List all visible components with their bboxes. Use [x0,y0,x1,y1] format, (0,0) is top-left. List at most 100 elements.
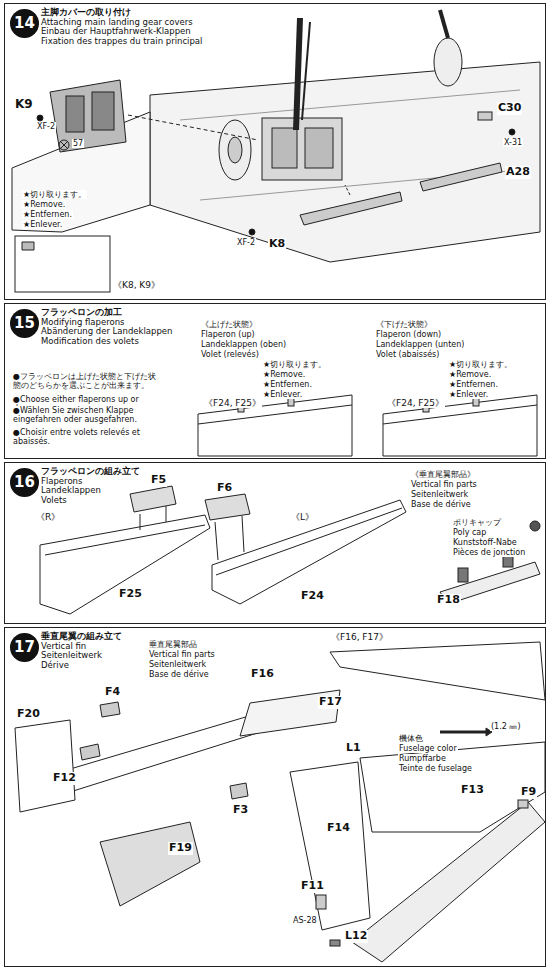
step-title: 主脚カバーの取り付けAttaching main landing gear co… [41,8,202,46]
part-number: F16 [250,668,275,681]
part-number: F6 [216,482,233,495]
note-text: ★Remove. [22,200,66,209]
note-text: ★切り取ります。 [22,190,87,199]
note-text: ポリキャップ [452,518,502,527]
part-number: F17 [318,696,343,709]
note-text: 《R》 [35,512,61,522]
step-title: 垂直尾翼の組み立てVertical finSeitenleitwerkDériv… [41,632,122,670]
title-translation: Modification des volets [41,337,172,346]
title-translation: Dérive [41,661,122,670]
step-number: 14 [10,9,39,38]
title-japanese: フラッペロンの加工 [41,308,172,318]
title-japanese: 主脚カバーの取り付け [41,8,202,18]
note-text: ●Choisir entre volets relevés et abaissé… [12,428,164,446]
note-text: Landeklappen (oben) [200,340,287,349]
note-text: Landeklappen (unten) [375,340,465,349]
title-japanese: 垂直尾翼の組み立て [41,632,122,642]
note-text: 《F24, F25》 [203,398,262,408]
note-text: Seitenleitwerk [410,490,469,499]
note-text: Rumpffarbe [398,754,447,763]
step-number-text: 17 [14,638,35,656]
step-number: 15 [10,309,39,338]
part-number: A28 [505,166,531,179]
step-panel: 垂直尾翼の組み立てVertical finSeitenleitwerkDériv… [4,627,546,967]
title-translation: Attaching main landing gear covers [41,18,202,27]
part-number: L1 [345,742,362,755]
note-text: X-31 [503,138,523,147]
title-translation: Abänderung der Landeklappen [41,327,172,336]
note-text: Teinte de fuselage [398,764,473,773]
note-text: AS-28 [292,916,318,925]
note-text: 《上げた状態》 [200,320,258,329]
note-text: 《L》 [290,512,315,522]
note-text: Vertical fin parts [410,480,478,489]
note-text: 《下げた状態》 [375,320,433,329]
step-title: フラッペロンの組み立てFlaperonsLandeklappenVolets [41,467,140,505]
step-number-text: 16 [14,473,35,491]
note-text: Volet (abaissés) [375,350,440,359]
note-text: XF-2 [236,238,256,247]
step-panel: 主脚カバーの取り付けAttaching main landing gear co… [4,3,546,300]
step-number-text: 15 [14,314,35,332]
part-number: F4 [104,686,121,699]
note-text: ★Entfernen. [22,210,73,219]
part-number: L12 [344,930,368,943]
part-number: F19 [168,842,193,855]
step-title: フラッペロンの加工Modifying flaperonsAbänderung d… [41,308,172,346]
title-translation: Volets [41,496,140,505]
title-translation: Vertical fin [41,642,122,651]
part-number: F25 [118,588,143,601]
step-number-text: 14 [14,14,35,32]
part-number: F11 [300,880,325,893]
note-text: 57 [72,139,84,148]
note-text: Seitenleitwerk [148,660,207,669]
note-text: ★Entfernen. [262,380,313,389]
note-text: Volet (relevés) [200,350,260,359]
note-text: ★Remove. [262,370,306,379]
part-number: F24 [300,590,325,603]
note-text: ★切り取ります。 [262,360,327,369]
part-number: F3 [232,804,249,817]
note-text: XF-2 [36,122,56,131]
note-text: ●フラッペロンは上げた状態と下げた状態のどちらかを選ぶことが出来ます。 [12,372,164,390]
title-japanese: フラッペロンの組み立て [41,467,140,477]
part-number: C30 [497,102,522,115]
title-translation: Fixation des trappes du train principal [41,37,202,46]
part-number: F13 [460,784,485,797]
note-text: Fuselage color [398,744,458,753]
part-number: F14 [326,822,351,835]
part-number: K8 [268,238,286,251]
note-text: 《F24, F25》 [386,398,445,408]
step-number: 17 [10,633,39,662]
note-text: Vertical fin parts [148,650,216,659]
note-text: 機体色 [398,734,424,743]
note-text: Base de dérive [148,670,210,679]
note-text: Kunststoff-Nabe [452,538,518,547]
note-text: (1.2 ㎜) [490,722,522,731]
note-text: 《K8, K9》 [112,280,161,290]
part-number: F20 [16,708,41,721]
note-text: Flaperon (up) [200,330,256,339]
note-text: ★Enlever. [262,390,303,399]
part-number: F18 [436,594,461,607]
note-text: Base de dérive [410,500,472,509]
note-text: 《F16, F17》 [330,632,389,642]
part-number: K9 [14,98,34,112]
title-translation: Landeklappen [41,486,140,495]
note-text: ★Entfernen. [448,380,499,389]
note-text: Poly cap [452,528,487,537]
title-translation: Seitenleitwerk [41,651,122,660]
title-translation: Flaperons [41,477,140,486]
note-text: Pièces de jonction [452,548,526,557]
part-number: F5 [150,474,167,487]
part-number: F9 [520,786,537,799]
note-text: ★Enlever. [22,220,63,229]
step-number: 16 [10,468,39,497]
note-text: ●Wählen Sie zwischen Klappe eingefahren … [12,406,164,424]
title-translation: Einbau der Hauptfahrwerk-Klappen [41,27,202,36]
note-text: 垂直尾翼部品 [148,640,198,649]
note-text: 《垂直尾翼部品》 [410,470,476,479]
title-translation: Modifying flaperons [41,318,172,327]
note-text: ★切り取ります。 [448,360,513,369]
note-text: ★Enlever. [448,390,489,399]
